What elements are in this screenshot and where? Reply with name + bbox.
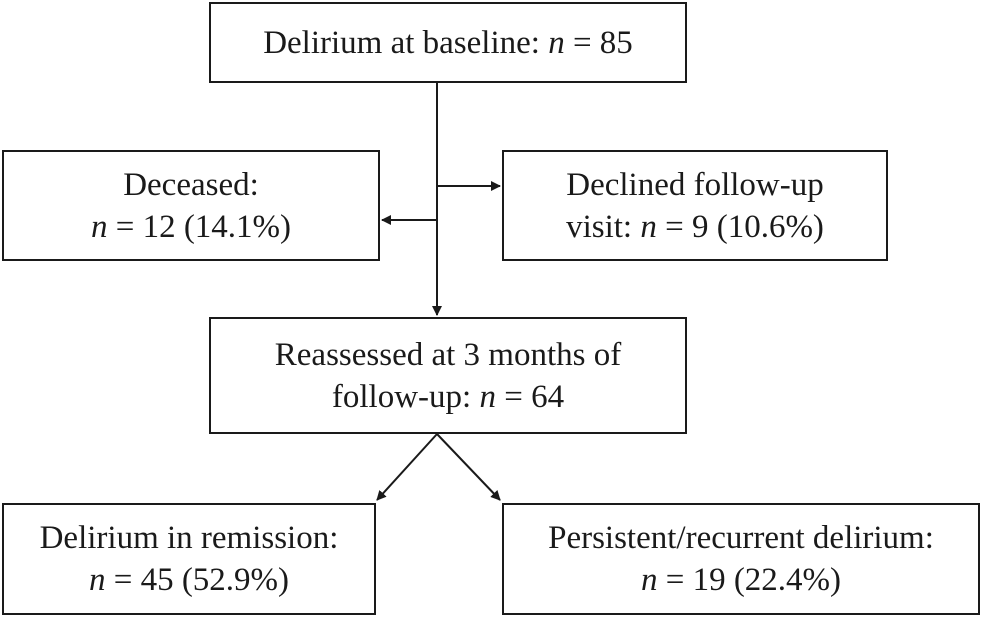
deceased-line-2: n = 12 (14.1%) [90, 208, 292, 245]
persistent-line-1: Persistent/recurrent delirium: [548, 520, 934, 556]
arrow-to-remission [376, 433, 438, 501]
deceased-line-1: Deceased: [123, 166, 259, 203]
persistent-box: Persistent/recurrent delirium: n = 19 (2… [502, 503, 980, 615]
reassessed-line-1: Reassessed at 3 months of [274, 336, 622, 373]
remission-box: Delirium in remission: n = 45 (52.9%) [2, 503, 376, 615]
reassessed-box: Reassessed at 3 months of follow-up: n =… [209, 317, 687, 434]
remission-line-2: n = 45 (52.9%) [88, 562, 290, 598]
declined-line-1: Declined follow-up [566, 166, 824, 203]
declined-box: Declined follow-up visit: n = 9 (10.6%) [502, 150, 888, 261]
remission-line-1: Delirium in remission: [39, 520, 339, 556]
persistent-line-2: n = 19 (22.4%) [640, 562, 842, 598]
baseline-line-1: Delirium at baseline: n = 85 [263, 24, 633, 61]
arrow-to-persistent [436, 433, 501, 501]
declined-line-2: visit: n = 9 (10.6%) [566, 208, 824, 245]
baseline-box: Delirium at baseline: n = 85 [209, 2, 687, 83]
deceased-box: Deceased: n = 12 (14.1%) [2, 150, 380, 261]
reassessed-line-2: follow-up: n = 64 [331, 378, 565, 415]
